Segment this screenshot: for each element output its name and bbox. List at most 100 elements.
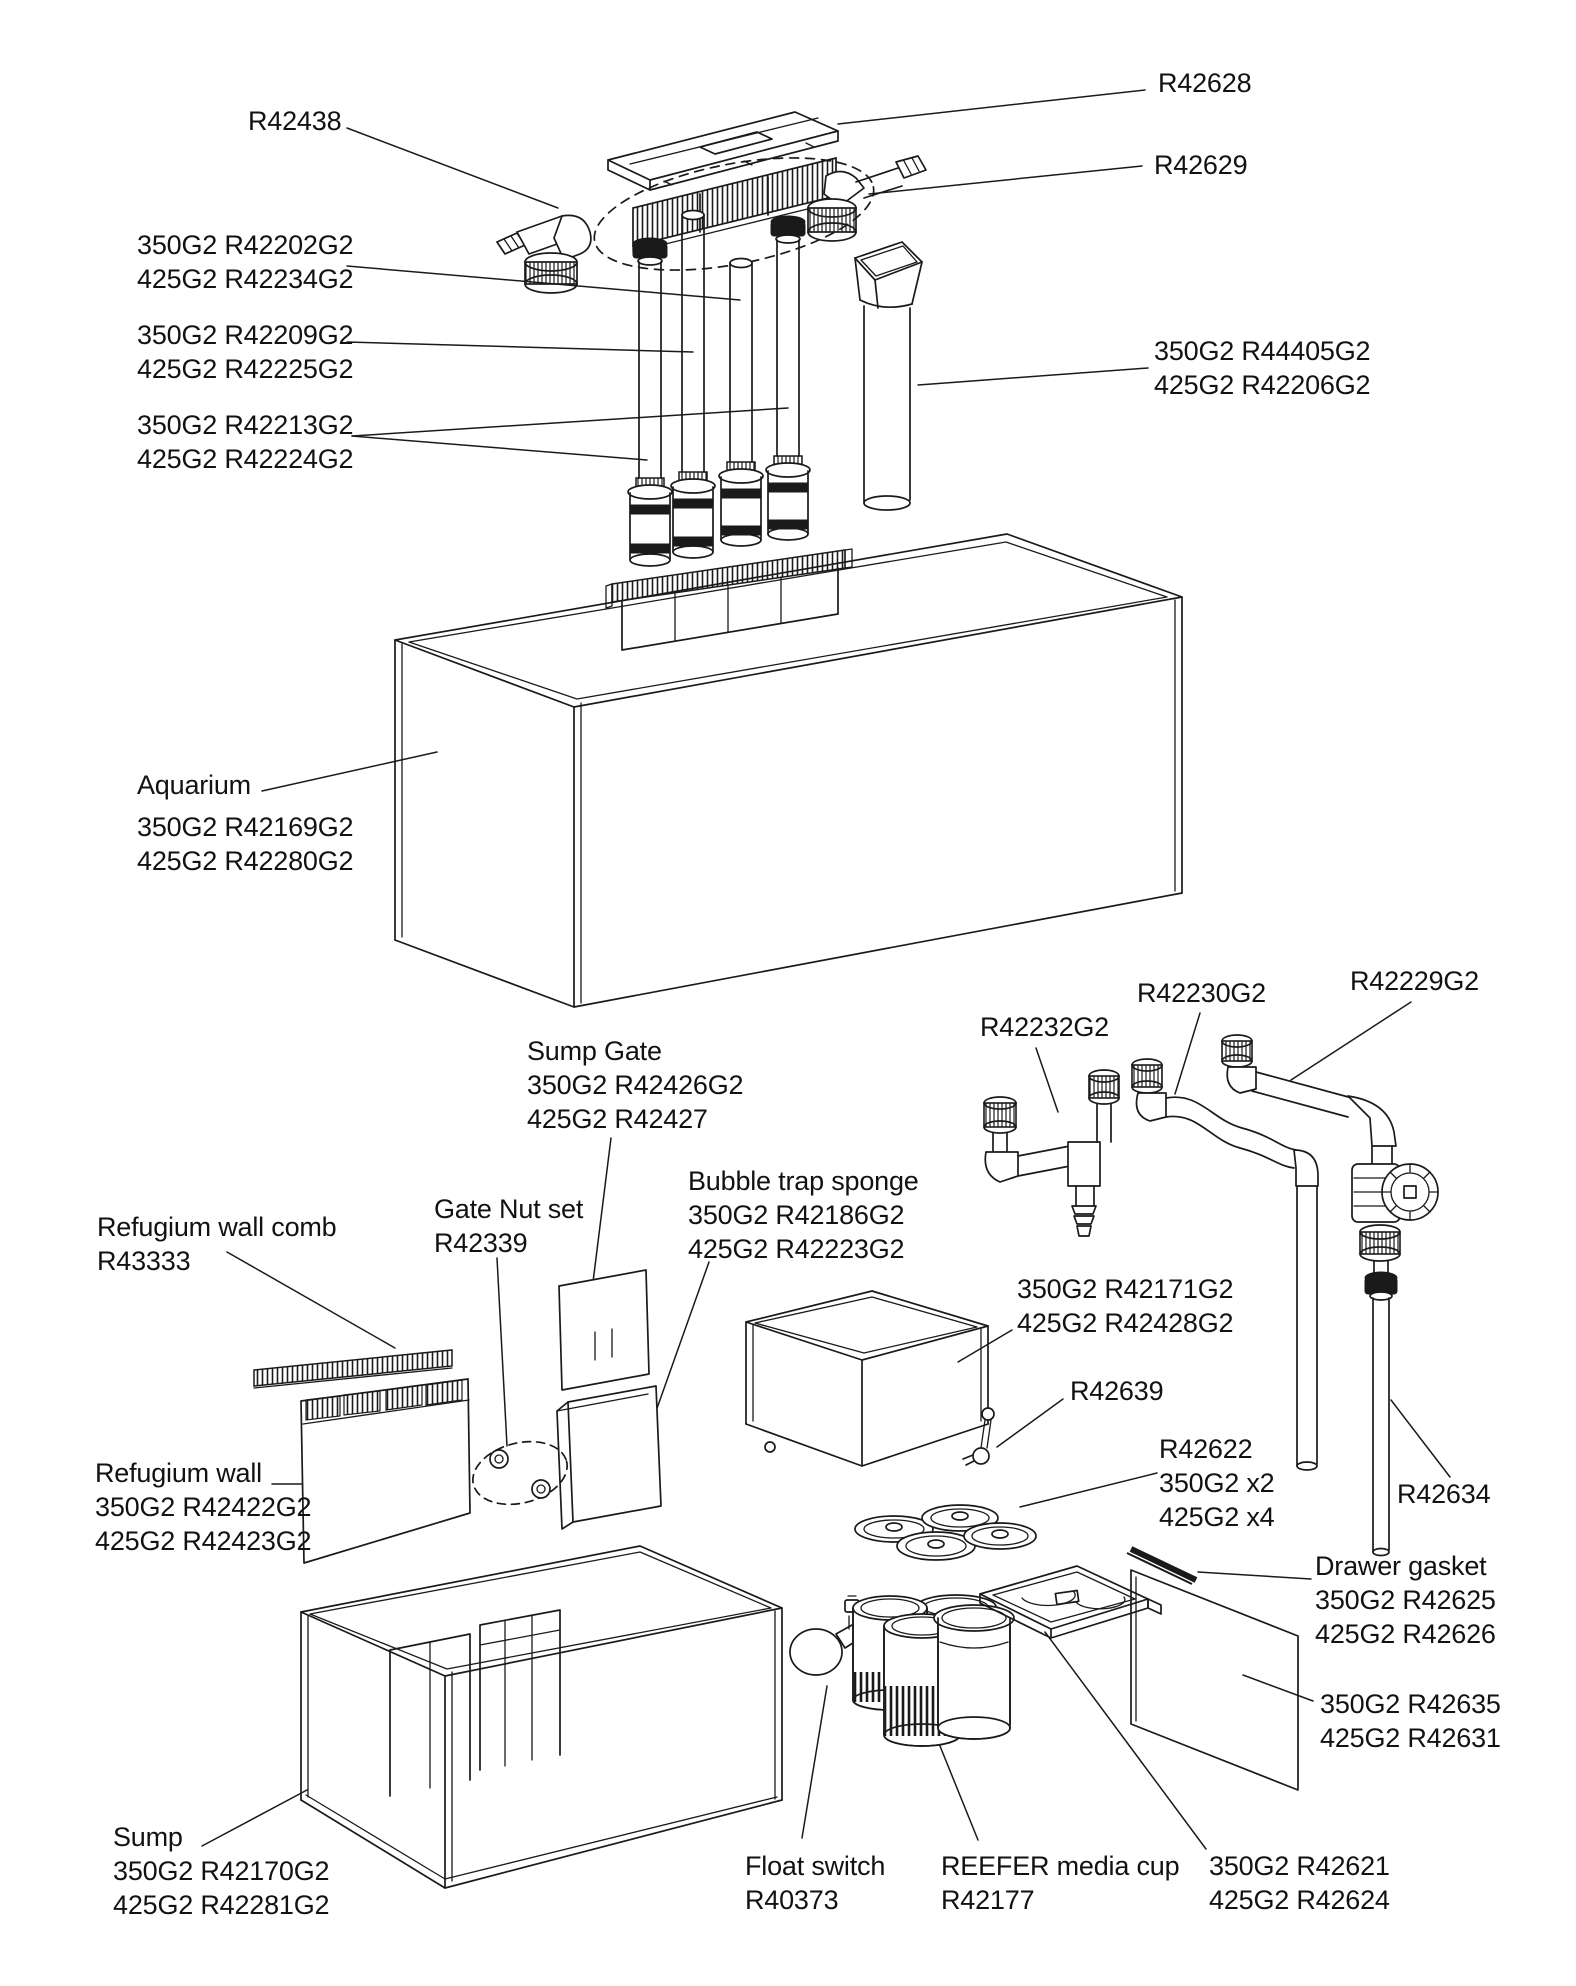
part-name: Sump Gate	[527, 1036, 662, 1066]
part-number: 425G2 R42626	[1315, 1619, 1496, 1649]
part-number: R42639	[1070, 1376, 1164, 1406]
label-pipe-202: 350G2 R42202G2 425G2 R42234G2	[137, 228, 354, 296]
part-name: Drawer gasket	[1315, 1551, 1487, 1581]
part-number: 350G2 R42209G2	[137, 320, 354, 350]
part-number: 425G2 R42281G2	[113, 1890, 330, 1920]
float-switch	[789, 1595, 862, 1676]
part-number: 425G2 R42428G2	[1017, 1308, 1234, 1338]
downspout-funnel	[854, 241, 923, 511]
label-r42634: R42634	[1397, 1477, 1491, 1511]
label-refugium-wall-comb: Refugium wall comb R43333	[97, 1210, 337, 1278]
media-cup-lids	[854, 1504, 1037, 1561]
part-number: 425G2 R42631	[1320, 1723, 1501, 1753]
part-number: R42634	[1397, 1479, 1491, 1509]
surface-skimmer-lid	[607, 111, 839, 191]
return-pipe-assembly-42232	[983, 1069, 1120, 1237]
part-number: R42232G2	[980, 1012, 1109, 1042]
label-r42628: R42628	[1158, 66, 1252, 100]
part-number: R42438	[248, 106, 342, 136]
part-number: 425G2 R42423G2	[95, 1526, 312, 1556]
part-number: R42629	[1154, 150, 1248, 180]
part-number: R42229G2	[1350, 966, 1479, 996]
part-number: 425G2 R42234G2	[137, 264, 354, 294]
part-number: 350G2 R42170G2	[113, 1856, 330, 1886]
part-number: 425G2 R42224G2	[137, 444, 354, 474]
part-quantity: 350G2 x2	[1159, 1468, 1275, 1498]
part-number: 350G2 R42202G2	[137, 230, 354, 260]
part-name: Float switch	[745, 1851, 886, 1881]
part-number: 425G2 R42624	[1209, 1885, 1390, 1915]
label-drawer-42621: 350G2 R42621 425G2 R42624	[1209, 1849, 1390, 1917]
part-number: 350G2 R42426G2	[527, 1070, 744, 1100]
label-aquarium: Aquarium 350G2 R42169G2 425G2 R42280G2	[137, 768, 354, 878]
part-name: REEFER media cup	[941, 1851, 1180, 1881]
label-gate-nut-set: Gate Nut set R42339	[434, 1192, 583, 1260]
label-downspout-44405: 350G2 R44405G2 425G2 R42206G2	[1154, 334, 1371, 402]
standpipe-mid	[718, 257, 764, 547]
part-name: Gate Nut set	[434, 1194, 584, 1224]
elbow-fitting-left	[496, 214, 592, 294]
label-refugium-wall: Refugium wall 350G2 R42422G2 425G2 R4242…	[95, 1456, 312, 1558]
refugium-wall	[300, 1378, 471, 1564]
drawer-tray	[979, 1565, 1162, 1639]
part-number: R40373	[745, 1885, 839, 1915]
leader-lines	[201, 89, 1451, 1850]
part-number: R43333	[97, 1246, 191, 1276]
part-number: 350G2 R42635	[1320, 1689, 1501, 1719]
return-pipe-assembly-42230	[1131, 1058, 1319, 1471]
part-name: Refugium wall comb	[97, 1212, 337, 1242]
label-r42639: R42639	[1070, 1374, 1164, 1408]
drain-valve	[962, 1407, 995, 1466]
standpipe-capped-left	[627, 237, 673, 567]
return-pipe-assembly-42229	[1221, 1034, 1439, 1274]
label-r42438: R42438	[248, 104, 342, 138]
refugium-wall-comb	[253, 1349, 453, 1389]
part-number: R42339	[434, 1228, 528, 1258]
label-drawer-gasket: Drawer gasket 350G2 R42625 425G2 R42626	[1315, 1549, 1496, 1651]
label-pipe-209: 350G2 R42209G2 425G2 R42225G2	[137, 318, 354, 386]
part-number: 350G2 R42422G2	[95, 1492, 312, 1522]
standpipe-capped-right	[765, 215, 811, 541]
return-pipe-42634	[1364, 1271, 1398, 1557]
label-r42629: R42629	[1154, 148, 1248, 182]
part-number: R42177	[941, 1885, 1035, 1915]
label-bubble-trap-sponge: Bubble trap sponge 350G2 R42186G2 425G2 …	[688, 1164, 919, 1266]
part-number: 350G2 R42625	[1315, 1585, 1496, 1615]
drawer-gasket	[1126, 1546, 1198, 1585]
standpipe-tall	[670, 209, 716, 559]
part-number: R42622	[1159, 1434, 1253, 1464]
part-name: Refugium wall	[95, 1458, 262, 1488]
label-pipe-213: 350G2 R42213G2 425G2 R42224G2	[137, 408, 354, 476]
part-number: 350G2 R42186G2	[688, 1200, 905, 1230]
part-number: 350G2 R42213G2	[137, 410, 354, 440]
part-number: 350G2 R44405G2	[1154, 336, 1371, 366]
label-sump-gate: Sump Gate 350G2 R42426G2 425G2 R42427	[527, 1034, 744, 1136]
part-number: 350G2 R42169G2	[137, 812, 354, 842]
part-number: R42230G2	[1137, 978, 1266, 1008]
part-number: 425G2 R42223G2	[688, 1234, 905, 1264]
part-number: 350G2 R42621	[1209, 1851, 1390, 1881]
part-number: 350G2 R42171G2	[1017, 1274, 1234, 1304]
label-media-box-42171: 350G2 R42171G2 425G2 R42428G2	[1017, 1272, 1234, 1340]
part-name: Sump	[113, 1822, 183, 1852]
aquarium-tank	[394, 533, 1183, 1008]
part-name: Aquarium	[137, 770, 251, 800]
elbow-fitting-right	[807, 155, 927, 242]
gate-nut-set	[472, 1440, 568, 1506]
label-float-switch: Float switch R40373	[745, 1849, 885, 1917]
label-panel-42635: 350G2 R42635 425G2 R42631	[1320, 1687, 1501, 1755]
sump-gate-panel	[558, 1269, 650, 1391]
side-glass-panel	[1130, 1569, 1299, 1791]
label-r42229g2: R42229G2	[1350, 964, 1479, 998]
part-number: 425G2 R42427	[527, 1104, 708, 1134]
part-number: 425G2 R42206G2	[1154, 370, 1371, 400]
part-name: Bubble trap sponge	[688, 1166, 919, 1196]
sump-tank	[300, 1545, 783, 1889]
media-box	[745, 1290, 989, 1467]
label-cup-lids-42622: R42622 350G2 x2 425G2 x4	[1159, 1432, 1275, 1534]
label-sump: Sump 350G2 R42170G2 425G2 R42281G2	[113, 1820, 330, 1922]
part-number: 425G2 R42280G2	[137, 846, 354, 876]
media-cups	[852, 1594, 1015, 1747]
bubble-trap-sponge	[556, 1385, 662, 1530]
